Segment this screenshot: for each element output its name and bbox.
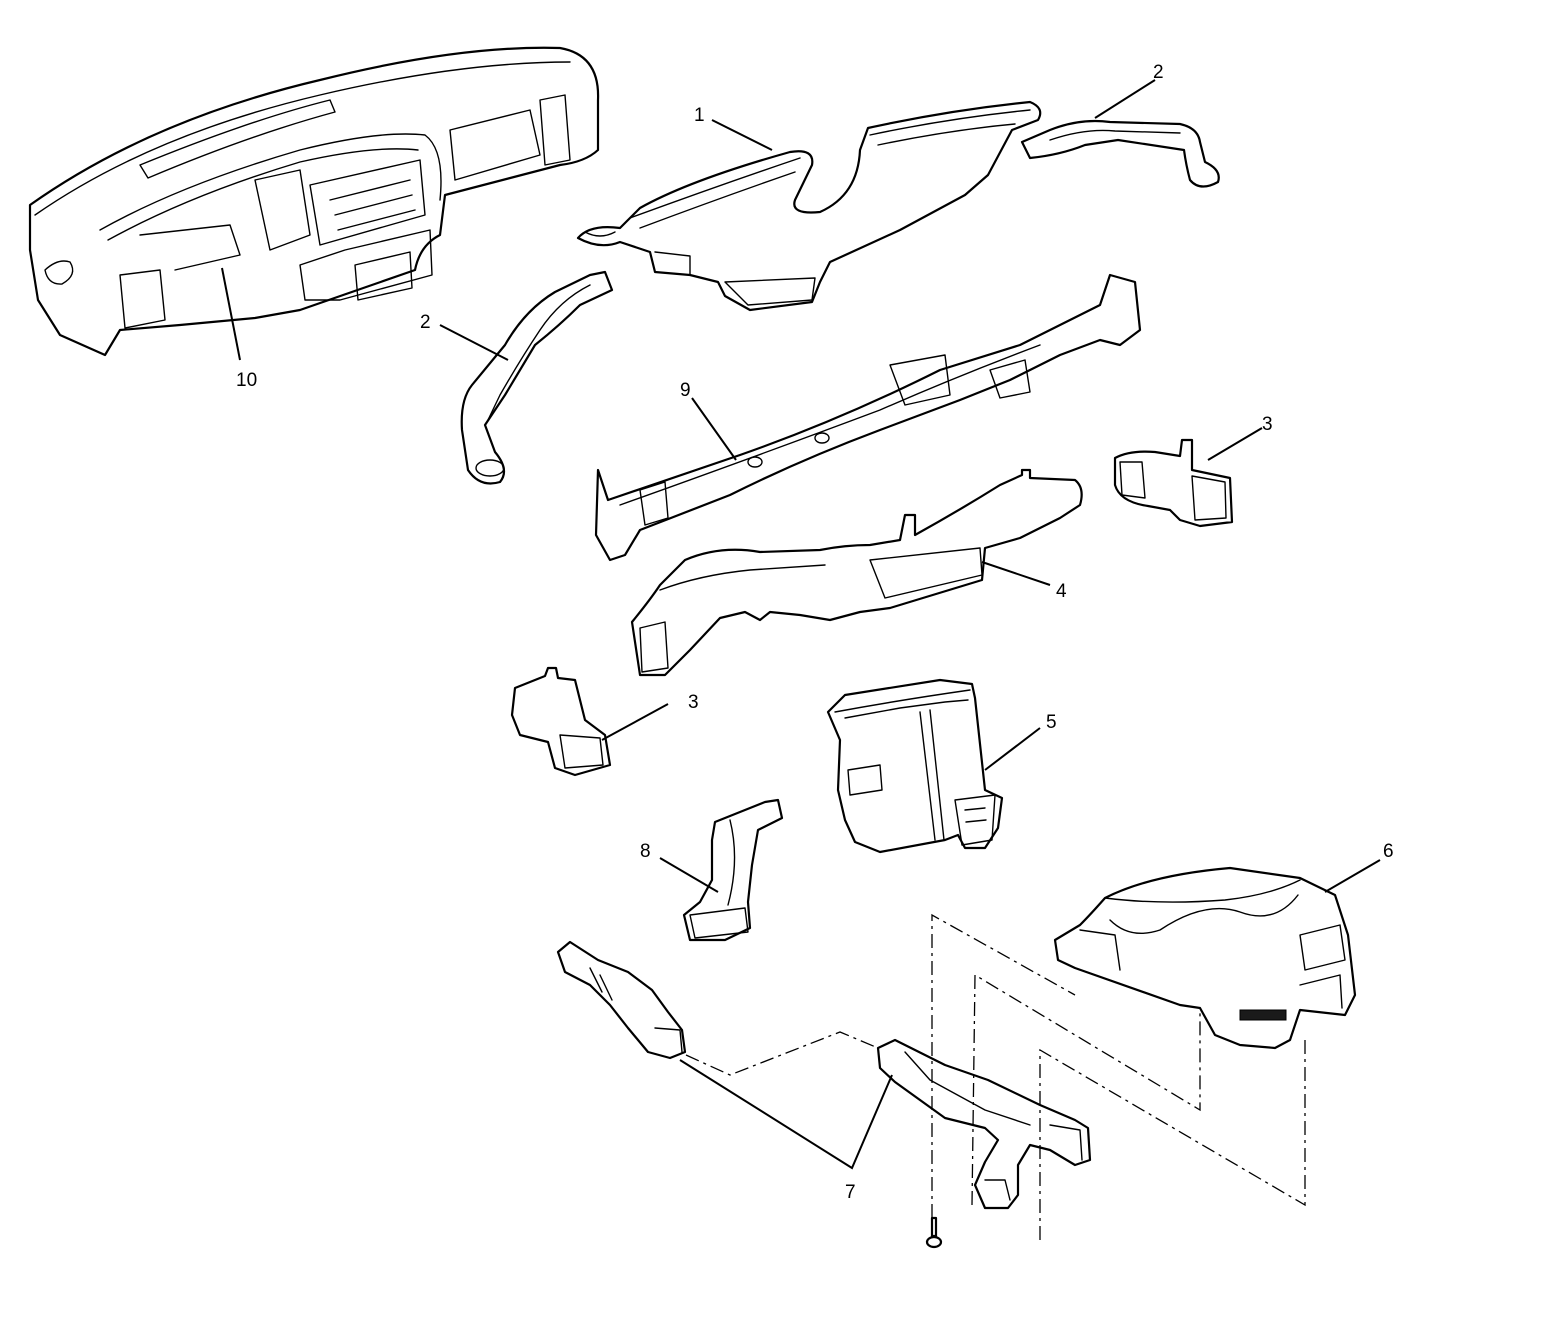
callout-1: 1: [694, 105, 705, 126]
alignment-phantom-lines: [685, 913, 1306, 1240]
side-window-duct-left-part-2: [460, 270, 614, 485]
heater-case-cover-part-6: [1053, 866, 1357, 1050]
callout-10: 10: [236, 370, 257, 391]
instrument-panel-part-10: [28, 46, 600, 357]
callout-4: 4: [1056, 581, 1067, 602]
floor-outlet-duct-part-8: [682, 798, 784, 942]
callout-2-left: 2: [420, 312, 431, 333]
outlet-adapter-left-part-3: [510, 666, 612, 777]
screw-fastener: [925, 1216, 943, 1249]
side-window-duct-right-part-2: [1020, 119, 1220, 188]
callout-5: 5: [1046, 712, 1057, 733]
defroster-duct-part-1: [576, 100, 1042, 312]
outlet-adapter-right-part-3: [1113, 438, 1234, 528]
callout-3-right: 3: [1262, 414, 1273, 435]
callout-3-left: 3: [688, 692, 699, 713]
callout-6: 6: [1383, 841, 1394, 862]
rear-floor-duct-center-part-7: [876, 1038, 1092, 1210]
callout-9: 9: [680, 380, 691, 401]
callout-7: 7: [845, 1182, 856, 1203]
center-outlet-duct-part-4: [630, 468, 1083, 677]
heater-duct-part-5: [826, 678, 1004, 854]
callout-2-right: 2: [1153, 62, 1164, 83]
support-beam-part-9: [594, 273, 1142, 562]
callout-8: 8: [640, 841, 651, 862]
rear-floor-duct-left-part-7: [556, 940, 687, 1060]
